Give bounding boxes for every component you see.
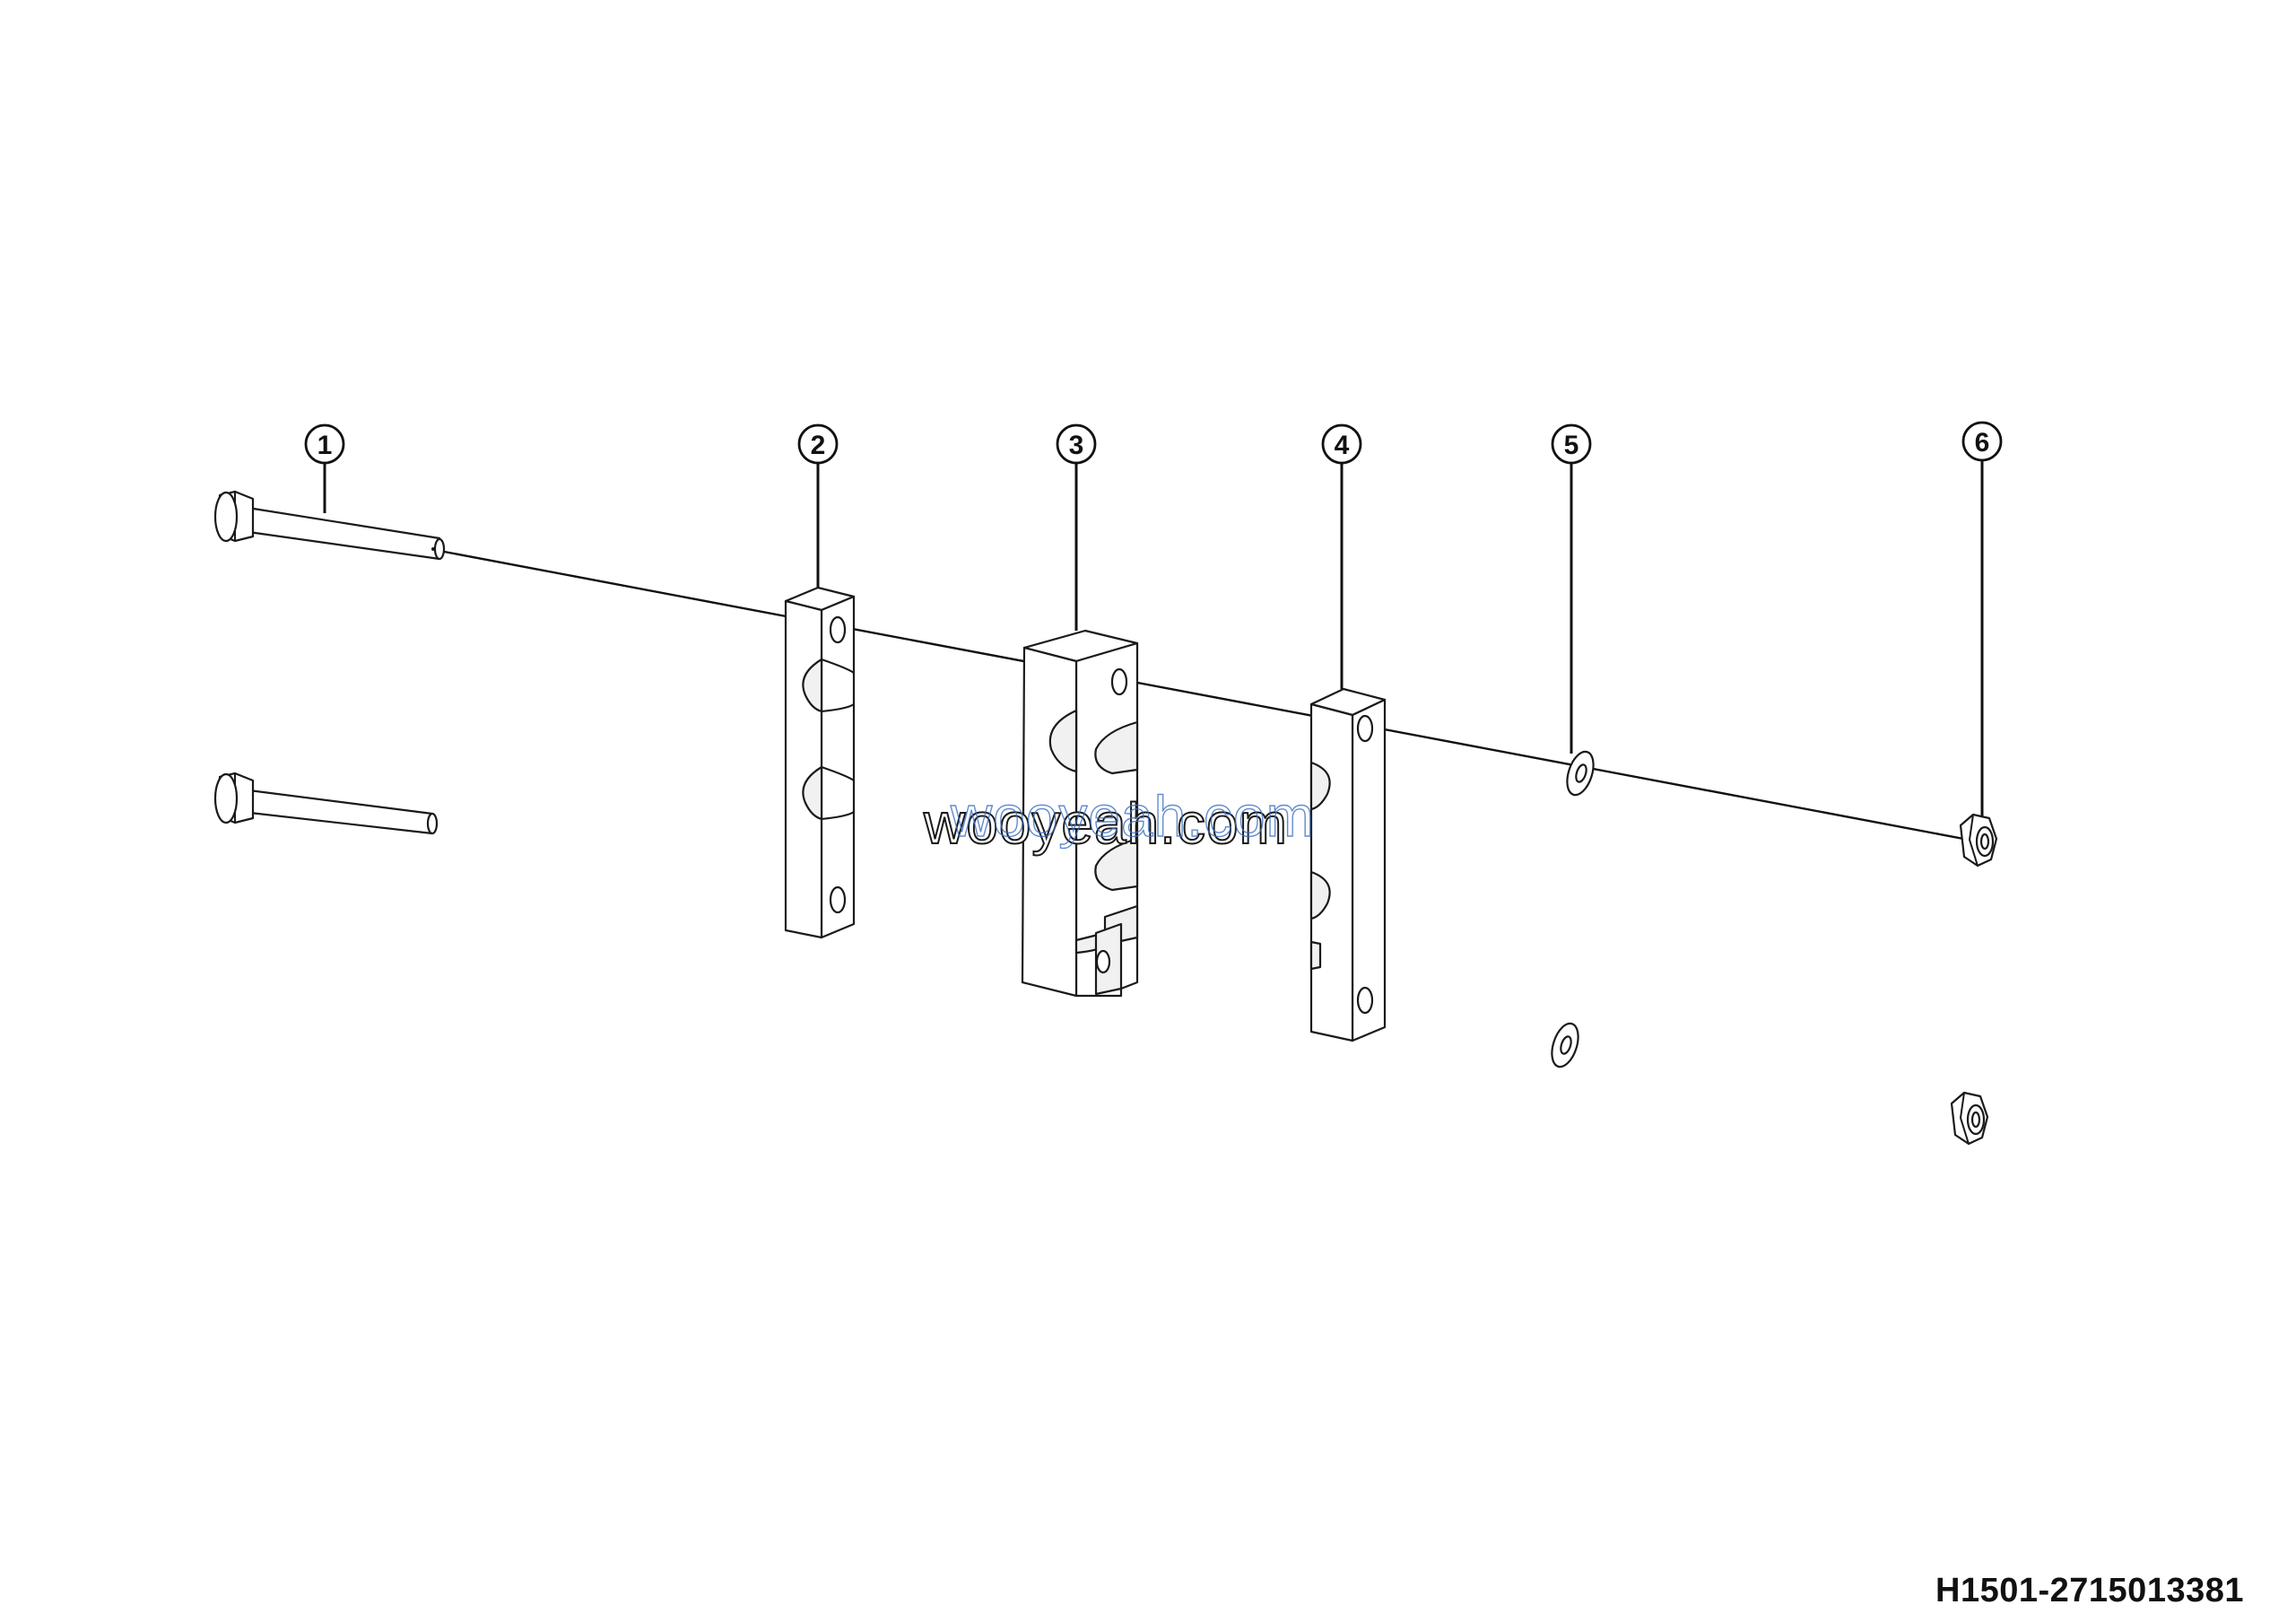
callout-4: 4 bbox=[1321, 423, 1362, 465]
assembly-axis-line bbox=[439, 549, 1974, 842]
nut-spare bbox=[1950, 1091, 1989, 1146]
bolt-assembled bbox=[213, 490, 446, 561]
clamp-block-right bbox=[1309, 687, 1387, 1042]
watermark-text: wooyeah.com bbox=[923, 791, 1288, 856]
clamp-block-center bbox=[1021, 629, 1139, 998]
clamp-block-left bbox=[784, 586, 856, 939]
washer-spare bbox=[1551, 1022, 1579, 1068]
callout-5: 5 bbox=[1551, 423, 1592, 465]
svg-text:2: 2 bbox=[811, 431, 826, 460]
bolt-spare bbox=[213, 772, 439, 835]
svg-text:4: 4 bbox=[1335, 431, 1350, 460]
svg-text:6: 6 bbox=[1975, 428, 1990, 458]
nut-assembled bbox=[1959, 813, 1998, 868]
callout-2: 2 bbox=[797, 423, 839, 465]
callout-3: 3 bbox=[1056, 423, 1097, 465]
callout-6: 6 bbox=[1961, 421, 2003, 462]
washer-assembled bbox=[1566, 750, 1595, 797]
svg-text:1: 1 bbox=[317, 431, 333, 460]
callout-1: 1 bbox=[304, 423, 345, 465]
figure-code: H1501-2715013381 bbox=[1935, 1572, 2244, 1609]
svg-text:3: 3 bbox=[1069, 431, 1084, 460]
svg-text:5: 5 bbox=[1564, 431, 1579, 460]
watermark-overlay: wooyeah.com bbox=[950, 784, 1315, 849]
